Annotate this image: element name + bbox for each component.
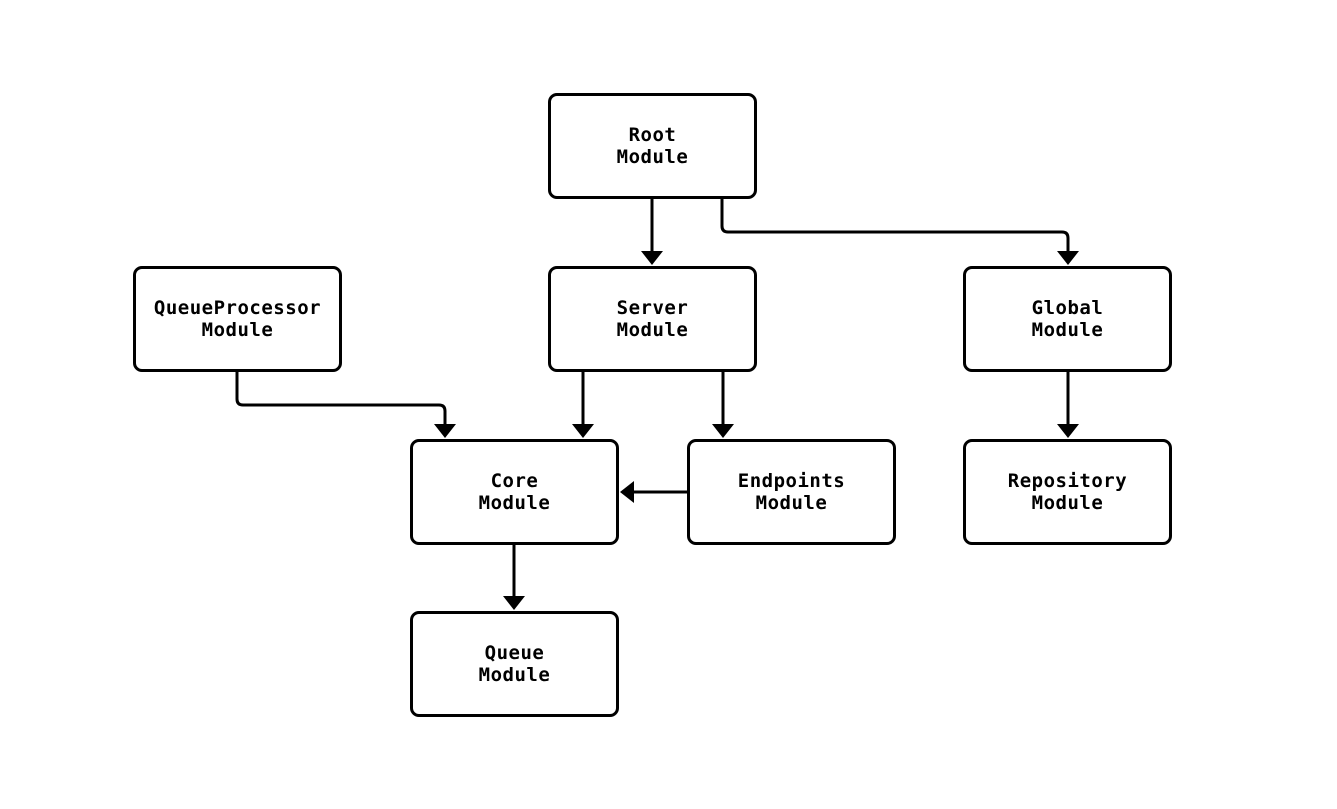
node-label-line: Repository: [1007, 470, 1128, 492]
node-label-line: Module: [616, 146, 689, 168]
node-label-line: Server: [616, 297, 689, 319]
node-label-line: Root: [628, 124, 677, 146]
node-label-line: Global: [1031, 297, 1104, 319]
node-label-line: Module: [616, 319, 689, 341]
edges-group: [235, 198, 1079, 610]
node-label-line: Module: [755, 492, 828, 514]
node-label-line: Endpoints: [737, 470, 846, 492]
node-label-line: Module: [1031, 319, 1104, 341]
node-label-line: Core: [490, 470, 539, 492]
node-label-line: Queue: [484, 642, 545, 664]
node-label-line: QueueProcessor: [153, 297, 322, 319]
node-label-line: Module: [478, 664, 551, 686]
node-label-line: Module: [201, 319, 274, 341]
node-label-line: Module: [478, 492, 551, 514]
node-label-line: Module: [1031, 492, 1104, 514]
edge-root-to-global: [720, 198, 1079, 265]
edge-queueprocessor-to-core: [235, 372, 456, 438]
